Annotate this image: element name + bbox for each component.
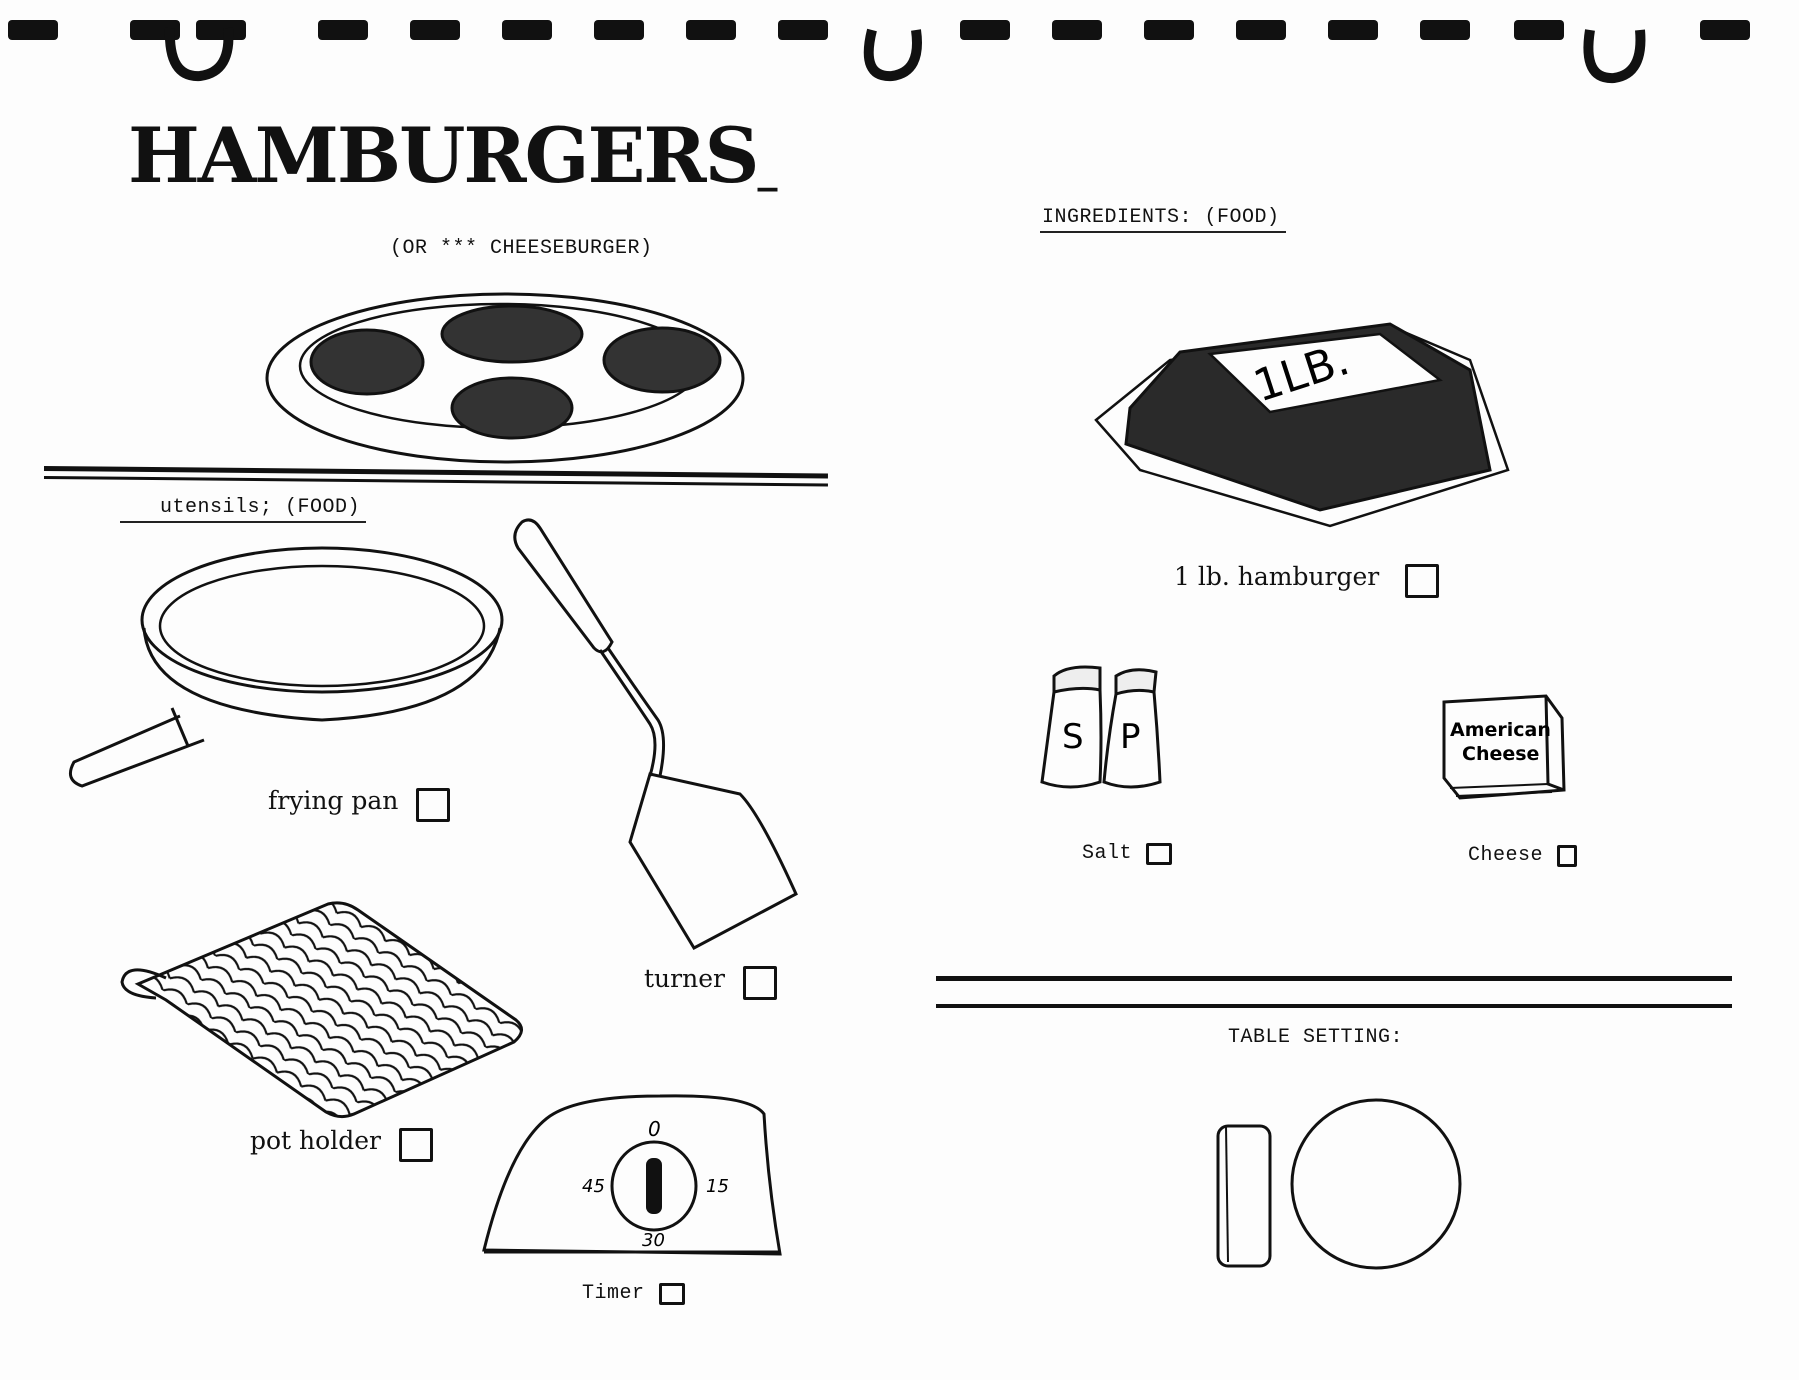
timer-icon: 0 15 30 45 [482,1094,782,1256]
utensil-item-timer[interactable]: Timer [582,1282,685,1306]
frying-pan-icon [68,546,504,788]
turner-checkbox[interactable] [742,966,777,1001]
cheese-package-text-2: Cheese [1462,743,1539,765]
pot-holder-icon [120,901,523,1119]
plate-of-patties-icon [265,292,745,464]
cheese-checkbox[interactable] [1557,845,1578,868]
timer-dial-15: 15 [706,1176,729,1197]
pepper-letter: P [1120,717,1141,757]
ingredient-item-salt[interactable]: Salt [1082,842,1173,866]
utensil-item-turner[interactable]: turner [644,964,777,1001]
utensil-item-pot-holder[interactable]: pot holder [250,1126,433,1163]
timer-dial-30: 30 [642,1230,665,1251]
hamburger-checkbox[interactable] [1405,564,1440,599]
timer-dial-45: 45 [582,1176,605,1197]
timer-dial-0: 0 [648,1117,661,1141]
utensils-heading: utensils; (FOOD) [120,496,367,523]
ingredient-item-hamburger[interactable]: 1 lb. hamburger [1174,562,1440,599]
ingredient-item-cheese[interactable]: Cheese [1468,844,1578,868]
utensil-item-frying-pan[interactable]: frying pan [268,786,451,823]
ingredients-heading: INGREDIENTS: (FOOD) [1040,206,1286,233]
cheese-package-text-1: American [1450,719,1551,741]
page-title: HAMBURGERS_ [128,111,777,200]
section-divider [43,476,828,487]
turner-icon [513,518,798,950]
salt-pepper-shakers-icon: S P [1040,665,1162,789]
ground-beef-package-icon: 1LB. [1094,322,1510,528]
binder-rings-icon [164,27,1646,84]
frying-pan-checkbox[interactable] [416,788,451,823]
page-subtitle: (OR *** CHEESEBURGER) [390,237,653,260]
cheese-package-icon: American Cheese [1442,694,1566,800]
timer-checkbox[interactable] [658,1283,685,1306]
section-divider [936,1004,1732,1008]
pot-holder-checkbox[interactable] [398,1128,433,1163]
plate-napkin-icon [1216,1098,1462,1270]
section-divider [936,976,1732,981]
table-setting-heading: TABLE SETTING: [1228,1026,1404,1049]
salt-checkbox[interactable] [1146,843,1173,866]
salt-letter: S [1062,717,1084,757]
